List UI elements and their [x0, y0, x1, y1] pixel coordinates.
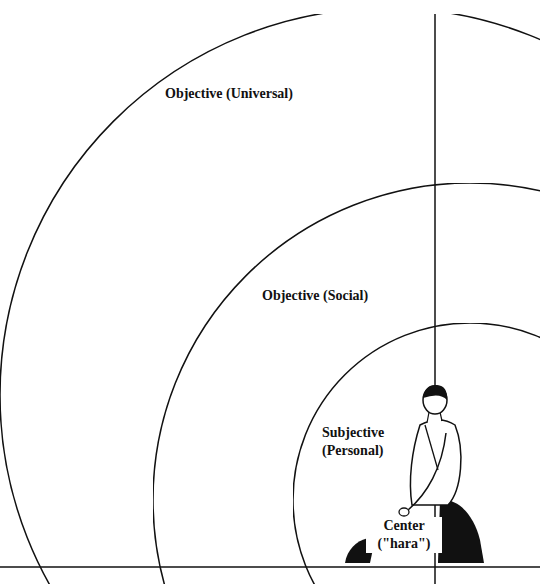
horizontal-axis [0, 566, 540, 568]
center-label-holder: Center ("hara") [366, 517, 442, 553]
ring-band: Objective (Universal) Objective (Social) S… [0, 14, 540, 584]
ring-circle [0, 14, 540, 584]
ring-outline [153, 183, 540, 584]
ring-label-holder: Subjective (Personal) [322, 424, 402, 460]
ring-label: Objective (Universal) [165, 85, 293, 103]
ring-label-holder: Objective (Universal) [165, 84, 365, 103]
ring-circle [153, 183, 540, 584]
ring-label: Subjective (Personal) [322, 424, 402, 460]
ring-label: Objective (Social) [262, 287, 368, 305]
seated-figure [345, 385, 484, 563]
ring-circle [293, 323, 540, 584]
ring-band: Objective (Social) Subjective (Personal) [153, 183, 540, 584]
ring-label-holder: Objective (Social) [262, 286, 442, 305]
center-label: Center ("hara") [366, 517, 442, 553]
